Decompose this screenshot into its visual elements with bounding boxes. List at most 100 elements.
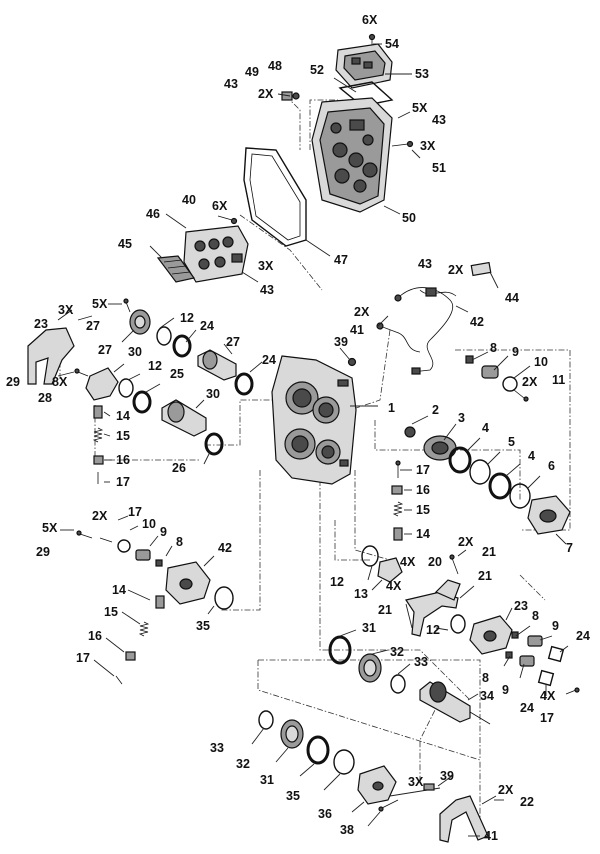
callout-37-a: 40	[182, 193, 196, 207]
part-32-bearing-bottom	[280, 719, 304, 749]
part-24-bearing-d	[204, 432, 224, 456]
callout-18: 20	[428, 555, 442, 569]
callout-41: 39	[334, 335, 348, 349]
part-49-50-sensor	[281, 91, 300, 101]
part-16-pin-lower-left	[125, 651, 136, 661]
callout-12-c: 12	[180, 311, 194, 325]
callout-1: 1	[388, 401, 395, 415]
part-26-bearing-left	[129, 309, 151, 335]
callout-12-d: 12	[148, 359, 162, 373]
callout-47: 46	[146, 207, 160, 221]
callout-17-e: 17	[76, 651, 90, 665]
part-45-clip	[470, 261, 492, 277]
part-14-plunger-lower-left	[155, 595, 165, 609]
part-12-ring-center	[361, 545, 379, 567]
part-39-shift-fork-bottom	[439, 795, 489, 843]
part-21-pin-bottom	[481, 795, 497, 805]
part-1-main-case	[271, 355, 357, 485]
part-9-gear-right-top	[481, 365, 499, 379]
callout-15-a: 15	[416, 503, 430, 517]
callout-9-b: 9	[552, 619, 559, 633]
callout-26: 27	[98, 343, 112, 357]
callout-40: 42	[218, 541, 232, 555]
callout-50: 49	[245, 65, 259, 79]
qty-4x-right-low: 4X	[540, 689, 556, 703]
part-31-ring-bottom	[306, 735, 330, 765]
qty-3x-left: 3X	[58, 303, 74, 317]
callout-13: 13	[354, 587, 368, 601]
qty-3x-valve: 3X	[420, 139, 436, 153]
part-21-pin-left	[57, 309, 73, 321]
part-14-plunger-mid	[393, 527, 403, 541]
callout-42: 42	[470, 315, 484, 329]
part-46-filter-plate	[156, 255, 196, 283]
callout-23-a: 24	[576, 629, 590, 643]
callout-11: 11	[552, 373, 565, 387]
callout-21-c: 23	[34, 317, 48, 331]
part-51-valve-body	[311, 97, 393, 213]
callout-34: 34	[480, 689, 494, 703]
qty-2x-bottom: 2X	[498, 783, 514, 797]
callout-14-c: 14	[112, 583, 126, 597]
callout-23-b: 24	[520, 701, 534, 715]
callout-31-a: 31	[362, 621, 376, 635]
part-28-shaft	[161, 399, 207, 437]
callout-28: 30	[206, 387, 220, 401]
callout-35-a: 35	[286, 789, 300, 803]
part-17-screw-bottom-left	[115, 675, 123, 685]
callout-30: 29	[6, 375, 20, 389]
callout-36: 36	[318, 807, 332, 821]
part-15-spring-lower-left	[138, 621, 150, 637]
callout-14-b: 14	[116, 409, 130, 423]
part-2-nut	[404, 426, 416, 438]
qty-6x-solenoid: 6X	[212, 199, 228, 213]
part-13-detent-block	[377, 557, 403, 583]
callout-27-b: 28	[38, 391, 52, 405]
part-37-bolts-bottom	[378, 799, 399, 812]
part-20-shift-fork	[405, 579, 461, 637]
callout-8-a: 8	[490, 341, 497, 355]
part-4-ring-b	[488, 472, 512, 500]
part-27-screw-left	[74, 368, 89, 377]
part-25-shaft	[197, 349, 237, 381]
part-40-actuator-left	[165, 561, 211, 605]
part-35-ring-left	[214, 586, 234, 610]
part-27-screw-lower-left	[76, 530, 93, 539]
part-10-washer-right-top	[502, 376, 518, 392]
callout-6: 6	[548, 459, 555, 473]
callout-48: 47	[334, 253, 348, 267]
part-7-cover	[527, 495, 571, 535]
callout-51: 50	[402, 211, 416, 225]
callout-15-b: 15	[116, 429, 130, 443]
part-23-cap-b	[537, 669, 555, 687]
callout-21-a: 21	[482, 545, 496, 559]
callout-32-a: 32	[390, 645, 404, 659]
callout-12-a: 12	[330, 575, 344, 589]
part-48-gasket	[243, 147, 307, 247]
part-52-bolt	[391, 140, 414, 148]
callout-27-c: 29	[36, 545, 50, 559]
qty-2x-sensor: 2X	[258, 87, 274, 101]
part-44-sensor	[376, 322, 421, 353]
part-16-pin-mid	[391, 485, 403, 495]
callout-43-b: 43	[432, 113, 446, 127]
callout-16-a: 16	[416, 483, 430, 497]
callout-53: 52	[310, 63, 324, 77]
part-42-wiring-harness	[394, 287, 457, 375]
callout-32-b: 32	[236, 757, 250, 771]
callout-5: 5	[508, 435, 515, 449]
qty-4x-center-a: 4X	[400, 555, 416, 569]
callout-43-d: 43	[418, 257, 432, 271]
callout-46: 45	[118, 237, 132, 251]
callout-55: 54	[385, 37, 399, 51]
callout-labels: 54 53 52 49 48 43 43 51 50 47 40 46 45 4…	[6, 37, 590, 843]
callout-39: 41	[484, 829, 498, 843]
part-9-gear-lower-left	[135, 549, 151, 561]
callout-14-a: 14	[416, 527, 430, 541]
part-33-ring-bottom	[258, 710, 274, 730]
part-15-spring-mid	[392, 501, 404, 517]
part-29-detent-left	[85, 367, 119, 401]
qty-3x-solenoid: 3X	[258, 259, 274, 273]
